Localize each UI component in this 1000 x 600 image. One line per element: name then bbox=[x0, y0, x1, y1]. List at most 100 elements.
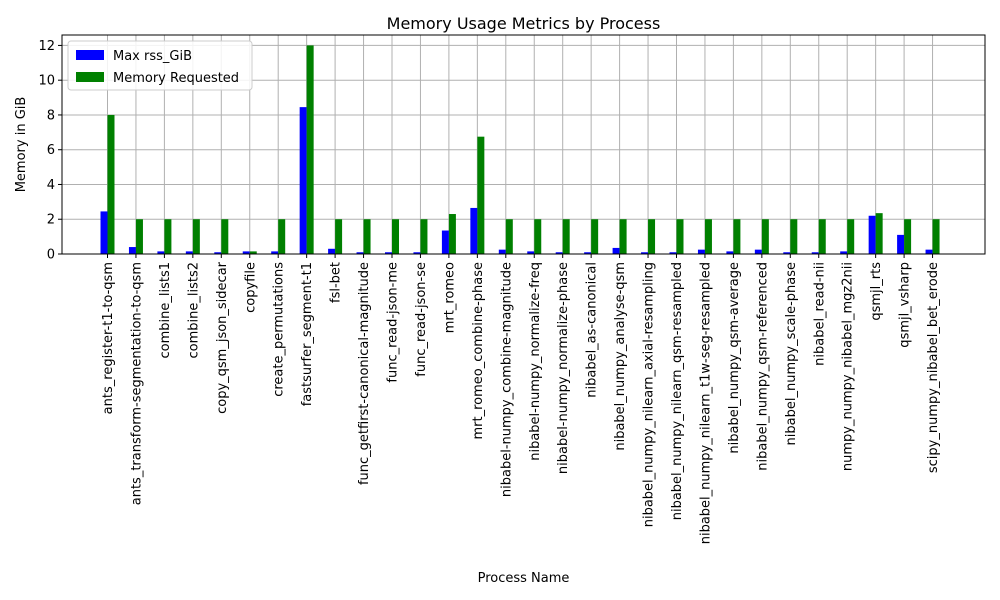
x-tick-label: scipy_numpy_nibabel_bet_erode bbox=[926, 262, 941, 473]
bar-memory-requested bbox=[278, 219, 286, 254]
x-tick-label: ants_register-t1-to-qsm bbox=[101, 262, 116, 414]
x-tick-label: nibabel_as-canonical bbox=[585, 262, 600, 398]
x-tick-label: copy_qsm_json_sidecar bbox=[215, 261, 230, 414]
bar-max-rss bbox=[527, 251, 535, 254]
bar-max-rss bbox=[299, 107, 307, 254]
bar-memory-requested bbox=[164, 219, 172, 254]
bar-memory-requested bbox=[192, 219, 200, 254]
x-tick-label: nibabel-numpy_normalize-phase bbox=[556, 262, 571, 474]
bar-max-rss bbox=[385, 252, 392, 254]
bars-group bbox=[100, 45, 940, 254]
x-tick-label: mrt_romeo bbox=[442, 262, 457, 333]
x-axis-ticks: ants_register-t1-to-qsm ants_transform-se… bbox=[101, 254, 941, 544]
legend-swatch-memory-requested bbox=[76, 72, 104, 82]
legend-frame bbox=[67, 40, 253, 91]
bar-max-rss bbox=[271, 251, 279, 254]
bar-max-rss bbox=[754, 249, 762, 254]
legend-label-max-rss: Max rss_GiB bbox=[113, 49, 192, 64]
x-tick-label: func_read-json-me bbox=[386, 262, 401, 383]
bar-memory-requested bbox=[932, 219, 940, 254]
x-tick-label: func_getfirst-canonical-magnitude bbox=[357, 262, 372, 485]
y-tick-label: 10 bbox=[38, 74, 55, 89]
bar-max-rss bbox=[868, 215, 876, 254]
bar-max-rss bbox=[840, 251, 848, 254]
bar-max-rss bbox=[697, 249, 705, 254]
bar-memory-requested bbox=[818, 219, 826, 254]
legend-label-memory-requested: Memory Requested bbox=[113, 71, 239, 86]
y-tick-label: 6 bbox=[47, 143, 55, 158]
bar-max-rss bbox=[641, 252, 649, 254]
bar-memory-requested bbox=[648, 219, 656, 254]
x-tick-label: combine_lists1 bbox=[158, 262, 173, 359]
bar-memory-requested bbox=[733, 219, 741, 254]
bar-memory-requested bbox=[676, 219, 684, 254]
bar-max-rss bbox=[555, 252, 563, 254]
bar-memory-requested bbox=[107, 114, 115, 254]
x-tick-label: combine_lists2 bbox=[186, 262, 201, 359]
bar-max-rss bbox=[897, 234, 905, 254]
x-tick-label: func_read-json-se bbox=[414, 262, 429, 377]
bar-max-rss bbox=[185, 251, 193, 254]
x-tick-label: copyfile bbox=[243, 262, 258, 313]
bar-memory-requested bbox=[420, 219, 428, 254]
bar-memory-requested bbox=[790, 219, 798, 254]
bar-max-rss bbox=[925, 249, 933, 254]
bar-memory-requested bbox=[591, 219, 599, 254]
bar-memory-requested bbox=[619, 219, 627, 254]
bar-max-rss bbox=[356, 252, 364, 254]
y-tick-label: 0 bbox=[47, 248, 55, 263]
x-tick-label: mrt_romeo_combine-phase bbox=[471, 262, 486, 440]
x-tick-label: nibabel_numpy_nilearn_qsm-resampled bbox=[670, 262, 685, 520]
bar-max-rss bbox=[669, 252, 677, 254]
bar-memory-requested bbox=[505, 219, 513, 254]
y-tick-label: 12 bbox=[38, 39, 55, 54]
bar-max-rss bbox=[783, 252, 791, 254]
x-tick-label: nibabel-numpy_combine-magnitude bbox=[499, 262, 514, 497]
bar-max-rss bbox=[413, 252, 421, 254]
x-tick-label: ants_transform-segmentation-to-qsm bbox=[129, 262, 144, 505]
x-tick-label: qsmjl_vsharp bbox=[898, 262, 913, 348]
bar-max-rss bbox=[470, 207, 478, 254]
bar-memory-requested bbox=[704, 219, 712, 254]
y-tick-label: 8 bbox=[47, 108, 55, 123]
x-tick-label: create_permutations bbox=[272, 262, 287, 397]
x-tick-label: nibabel_numpy_nilearn_axial-resampling bbox=[642, 262, 657, 527]
y-tick-label: 2 bbox=[47, 213, 55, 228]
x-tick-label: numpy_numpy_nibabel_mgz2nii bbox=[841, 262, 856, 471]
bar-max-rss bbox=[441, 230, 449, 254]
x-tick-label: nibabel_numpy_nilearn_t1w-seg-resampled bbox=[698, 262, 713, 544]
bar-memory-requested bbox=[562, 219, 570, 254]
bar-max-rss bbox=[128, 247, 136, 254]
chart-title: Memory Usage Metrics by Process bbox=[387, 14, 661, 33]
x-tick-label: fastsurfer_segment-t1 bbox=[300, 262, 315, 406]
bar-memory-requested bbox=[392, 219, 399, 254]
bar-max-rss bbox=[612, 247, 620, 254]
bar-max-rss bbox=[214, 252, 222, 254]
x-axis-label: Process Name bbox=[478, 571, 570, 586]
bar-memory-requested bbox=[477, 136, 485, 254]
bar-max-rss bbox=[811, 252, 819, 254]
bar-memory-requested bbox=[335, 219, 343, 254]
bar-memory-requested bbox=[221, 219, 229, 254]
bar-memory-requested bbox=[448, 214, 456, 254]
x-tick-label: qsmjl_rts bbox=[869, 262, 884, 321]
bar-max-rss bbox=[584, 252, 592, 254]
bar-memory-requested bbox=[761, 219, 769, 254]
x-tick-label: nibabel-numpy_normalize-freq bbox=[528, 262, 543, 461]
bar-memory-requested bbox=[847, 219, 855, 254]
x-tick-label: nibabel_numpy_qsm-average bbox=[727, 262, 742, 454]
x-tick-label: nibabel_numpy_scale-phase bbox=[784, 262, 799, 445]
bar-max-rss bbox=[726, 251, 734, 254]
bar-memory-requested bbox=[534, 219, 542, 254]
x-tick-label: fsl-bet bbox=[329, 262, 344, 303]
bar-memory-requested bbox=[904, 219, 912, 254]
y-axis-label: Memory in GiB bbox=[14, 97, 29, 193]
bar-max-rss bbox=[328, 248, 336, 254]
bar-memory-requested bbox=[249, 251, 257, 254]
bar-max-rss bbox=[498, 249, 506, 254]
bar-max-rss bbox=[157, 251, 165, 254]
x-tick-label: nibabel_numpy_qsm-referenced bbox=[755, 262, 770, 471]
